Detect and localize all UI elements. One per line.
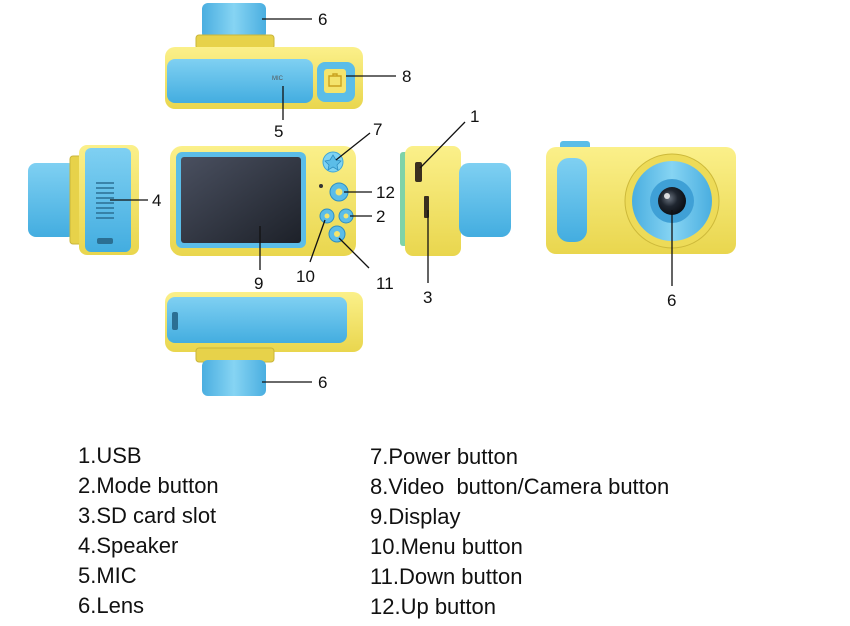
bottom-lens-ring xyxy=(195,347,275,363)
legend-item-display: 9.Display xyxy=(370,504,461,529)
legend-item-down-button: 11.Down button xyxy=(370,564,523,589)
legend-item-lens: 6.Lens xyxy=(78,593,145,618)
bottom-view: 6 xyxy=(165,292,363,396)
camera-glyph-icon xyxy=(328,73,342,87)
legend-item-up-button: 12.Up button xyxy=(370,594,496,619)
status-led xyxy=(319,184,323,188)
legend-item-video-camera-button: 8.Video button/Camera button xyxy=(370,474,670,499)
legend-item-power-button: 7.Power button xyxy=(370,444,518,469)
callout-11: 11 xyxy=(376,274,394,293)
camera-button-icon[interactable] xyxy=(324,69,346,93)
left-view: 4 xyxy=(28,145,161,255)
right-side-view: 1 3 xyxy=(400,107,511,307)
power-flower-icon xyxy=(324,154,342,171)
callout-12: 12 xyxy=(376,183,395,202)
top-lens-ring xyxy=(195,34,275,50)
bottom-blue-panel xyxy=(167,297,347,343)
front-view: 7 12 2 10 11 9 xyxy=(170,120,395,293)
mic-label: MIC xyxy=(272,76,284,82)
down-button-dot xyxy=(334,231,340,237)
legend-item-mic: 5.MIC xyxy=(78,563,137,588)
callout-10: 10 xyxy=(296,267,315,286)
strap-slot xyxy=(97,238,113,244)
top-lens-barrel xyxy=(202,3,266,39)
legend-item-usb: 1.USB xyxy=(78,443,142,468)
left-lens-barrel xyxy=(28,163,76,237)
legend-right: 7.Power button 8.Video button/Camera but… xyxy=(370,442,669,622)
legend-item-speaker: 4.Speaker xyxy=(78,533,179,558)
back-grip xyxy=(557,158,587,242)
mode-button-dot xyxy=(343,213,349,219)
usb-port[interactable] xyxy=(415,162,422,182)
leader-power xyxy=(335,132,371,161)
leader-down xyxy=(338,237,370,269)
bottom-slot-icon xyxy=(172,312,178,330)
callout-6-back: 6 xyxy=(667,291,676,310)
legend-item-sd-card-slot: 3.SD card slot xyxy=(78,503,217,528)
callout-8: 8 xyxy=(402,67,411,86)
side-body xyxy=(405,146,461,256)
display-screen xyxy=(181,157,301,243)
callout-6-top: 6 xyxy=(318,10,327,29)
callout-7: 7 xyxy=(373,120,382,139)
back-view: 6 xyxy=(546,141,736,310)
callout-9: 9 xyxy=(254,274,263,293)
leader-menu xyxy=(309,219,326,263)
leader-usb xyxy=(419,121,466,169)
callout-5: 5 xyxy=(274,122,283,141)
callout-2: 2 xyxy=(376,207,385,226)
speaker-grille-icon xyxy=(96,182,114,219)
side-lens-barrel xyxy=(459,163,511,237)
legend-item-menu-button: 10.Menu button xyxy=(370,534,523,559)
top-blue-panel xyxy=(167,59,313,103)
legend-item-mode-button: 2.Mode button xyxy=(78,473,219,498)
lens-glint xyxy=(664,193,670,199)
left-blue-panel xyxy=(85,148,131,252)
callout-4: 4 xyxy=(152,191,161,210)
callout-3: 3 xyxy=(423,288,432,307)
callout-6-bottom: 6 xyxy=(318,373,327,392)
legend-left: 1.USB 2.Mode button 3.SD card slot 4.Spe… xyxy=(78,441,219,621)
menu-button-dot xyxy=(324,213,330,219)
bottom-lens-barrel xyxy=(202,360,266,396)
up-button-dot xyxy=(335,188,343,196)
callout-1: 1 xyxy=(470,107,479,126)
top-view: MIC 6 8 5 xyxy=(165,3,411,141)
